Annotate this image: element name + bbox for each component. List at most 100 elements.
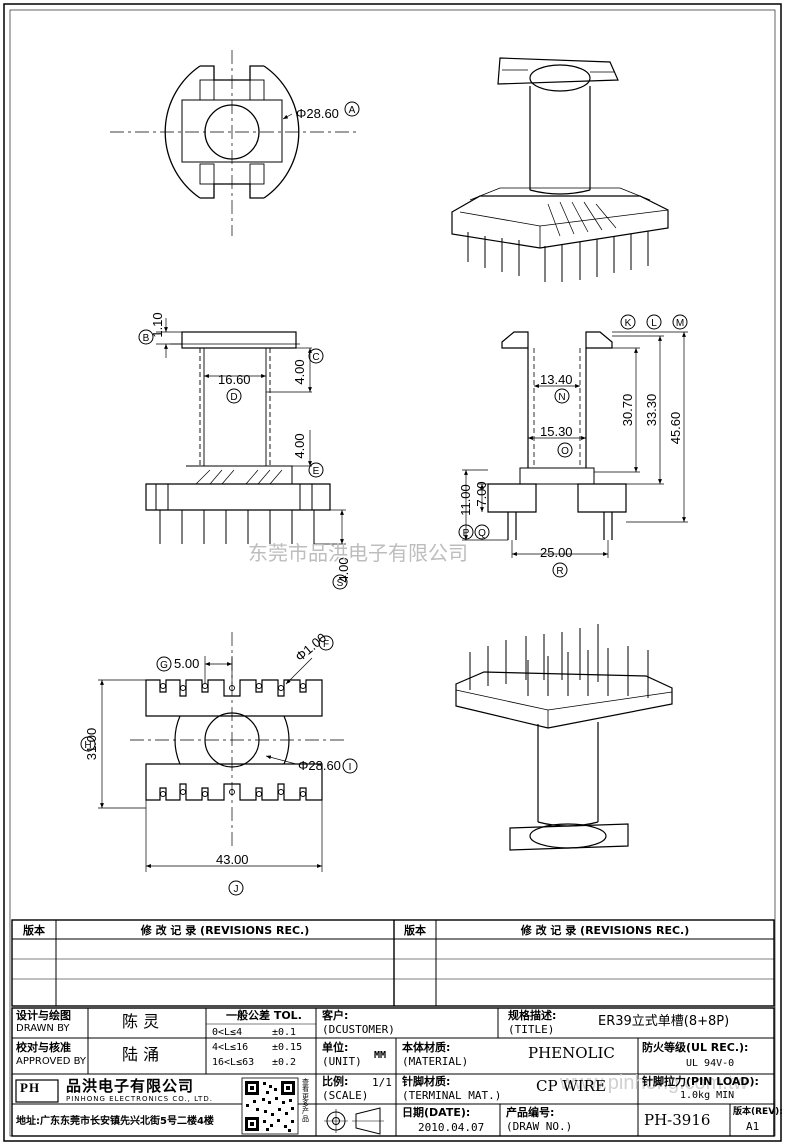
rev-col-version-left: 版本 <box>23 923 45 937</box>
qr-code <box>241 1077 299 1135</box>
dim-j: 43.00 <box>216 852 249 867</box>
dim-s: 4.00 <box>336 557 351 582</box>
revisions-table <box>11 919 775 1007</box>
draw-no-label-cn: 产品编号: <box>506 1106 555 1119</box>
label-k: K <box>625 318 632 329</box>
dim-o: 15.30 <box>540 424 573 439</box>
dim-q: 7.00 <box>474 481 489 506</box>
projection-symbol-icon <box>324 1107 384 1135</box>
title-label-cn: 规格描述: <box>508 1009 557 1022</box>
dim-h: 31.00 <box>84 728 99 761</box>
label-n: N <box>558 392 565 403</box>
qr-side-text: 查看更多产品 <box>302 1078 309 1123</box>
rev-col-record-right: 修 改 记 录 (REVISIONS REC.) <box>520 923 690 937</box>
dim-d: 16.60 <box>218 372 251 387</box>
unit-value: MM <box>374 1050 387 1061</box>
customer-label-cn: 客户: <box>322 1009 349 1022</box>
rev-label: 版本(REV): <box>733 1107 783 1117</box>
date-value: 2010.04.07 <box>418 1121 485 1134</box>
pin-load-label: 针脚拉力(PIN LOAD): <box>642 1075 759 1088</box>
label-d: D <box>230 392 237 403</box>
label-o: O <box>561 446 569 457</box>
company-address: 地址:广东东莞市长安镇先兴北街5号二楼4楼 <box>16 1116 214 1127</box>
draw-no-value: PH-3916 <box>644 1111 711 1129</box>
material-label-cn: 本体材质: <box>402 1041 451 1054</box>
tol-value-2: ±0.2 <box>272 1057 297 1068</box>
label-p: P <box>463 528 470 539</box>
scale-label-cn: 比例: <box>322 1075 349 1088</box>
title-label-en: (TITLE) <box>508 1023 555 1036</box>
dim-g: 5.00 <box>174 656 199 671</box>
dim-h3: 45.60 <box>668 412 683 445</box>
drawing-title: ER39立式单槽(8+8P) <box>598 1014 730 1029</box>
rev-col-record-left: 修 改 记 录 (REVISIONS REC.) <box>140 923 310 937</box>
fire-rating-label: 防火等级(UL REC.): <box>642 1041 749 1054</box>
watermark-url: www.pinhong.com.tw <box>560 1072 748 1094</box>
dim-p: 11.00 <box>458 484 473 516</box>
label-b: B <box>143 333 150 344</box>
drawn-by-name: 陈 灵 <box>122 1012 160 1031</box>
rev-value: A1 <box>746 1120 760 1133</box>
tol-value-0: ±0.1 <box>272 1027 297 1038</box>
unit-label-cn: 单位: <box>322 1041 349 1054</box>
rev-col-version-right: 版本 <box>404 923 426 937</box>
terminal-label-cn: 针脚材质: <box>402 1075 451 1088</box>
customer-label-en: (DCUSTOMER) <box>322 1023 395 1036</box>
tol-range-1: 4<L≤16 <box>212 1042 249 1053</box>
label-l: L <box>651 318 657 329</box>
side-view <box>462 331 688 558</box>
drawn-by-label-en: DRAWN BY <box>16 1023 70 1034</box>
dim-c: 4.00 <box>292 359 307 384</box>
label-c: C <box>312 352 319 363</box>
dim-top-dia: Φ28.60 <box>296 106 339 121</box>
label-s: S <box>337 578 344 589</box>
company-logo: PH <box>20 1080 41 1095</box>
pin-load-value: 1.0kg MIN <box>680 1090 735 1101</box>
label-h: H <box>84 740 91 751</box>
drawn-by-label-cn: 设计与绘图 <box>16 1009 71 1022</box>
dim-n: 13.40 <box>540 372 573 387</box>
watermark-company: 东莞市品洪电子有限公司 <box>248 541 468 565</box>
front-view <box>145 318 346 545</box>
approved-by-label-cn: 校对与核准 <box>16 1041 71 1054</box>
label-a: A <box>349 105 356 116</box>
unit-label-en: (UNIT) <box>322 1055 362 1068</box>
title-block-grid <box>11 1007 775 1137</box>
material-value: PHENOLIC <box>528 1044 615 1062</box>
dim-e: 4.00 <box>292 433 307 458</box>
fire-rating-value: UL 94V-0 <box>686 1058 735 1069</box>
dim-i: Φ28.60 <box>298 758 341 773</box>
label-q: Q <box>478 528 486 539</box>
top-view <box>110 50 358 236</box>
label-f: F <box>323 639 329 650</box>
tol-range-2: 16<L≤63 <box>212 1057 255 1068</box>
company-name-cn: 品洪电子有限公司 <box>66 1077 195 1095</box>
draw-no-label-en: (DRAW NO.) <box>506 1120 573 1133</box>
label-r: R <box>556 566 563 577</box>
dim-h1: 30.70 <box>620 394 635 427</box>
label-j: J <box>234 884 239 895</box>
terminal-value: CP WIRE <box>536 1077 606 1095</box>
label-g: G <box>160 660 168 671</box>
label-e: E <box>313 466 320 477</box>
dim-b: 1.10 <box>150 312 165 337</box>
company-name-en: PINHONG ELECTRONICS CO., LTD. <box>66 1095 213 1103</box>
scale-label-en: (SCALE) <box>322 1089 369 1102</box>
dim-r: 25.00 <box>540 545 573 560</box>
tolerance-title: 一般公差 TOL. <box>226 1009 302 1022</box>
scale-value: 1/1 <box>372 1076 392 1089</box>
terminal-label-en: (TERMINAL MAT.) <box>402 1089 502 1102</box>
approved-by-name: 陆 涌 <box>122 1045 160 1064</box>
date-label: 日期(DATE): <box>402 1106 471 1119</box>
material-label-en: (MATERIAL) <box>402 1055 469 1068</box>
bottom-view <box>98 632 346 872</box>
tol-value-1: ±0.15 <box>272 1042 303 1053</box>
approved-by-label-en: APPROVED BY <box>16 1056 87 1067</box>
dim-h2: 33.30 <box>644 394 659 427</box>
label-i: I <box>349 762 352 773</box>
label-m: M <box>676 318 684 329</box>
tol-range-0: 0<L≤4 <box>212 1027 243 1038</box>
iso-view-lower <box>455 624 673 851</box>
iso-view-upper <box>451 57 669 282</box>
